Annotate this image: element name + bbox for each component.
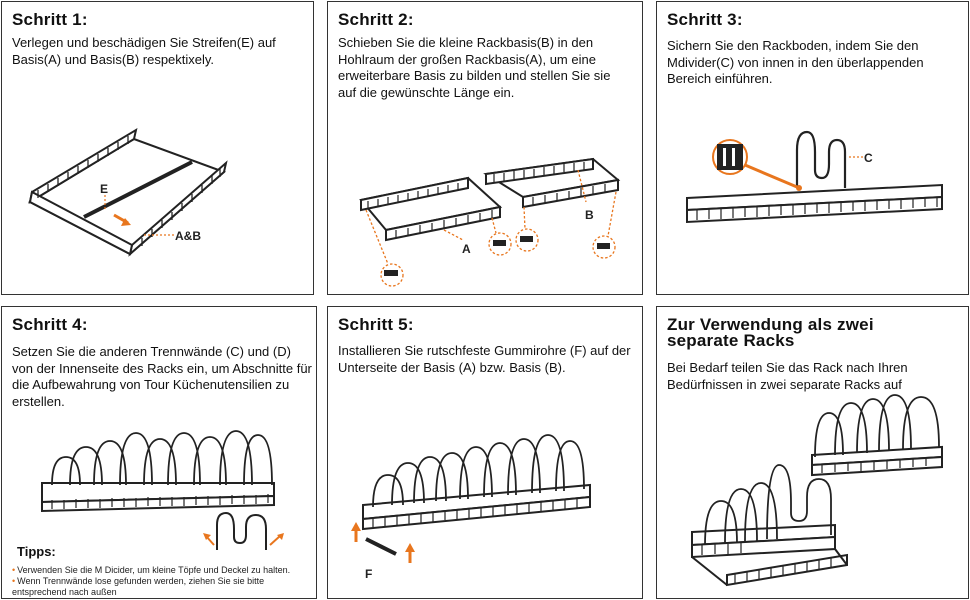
separate-racks-panel: Zur Verwendung als zwei separate Racks B… <box>656 306 969 599</box>
step-1-text: Verlegen und beschädigen Sie Streifen(E)… <box>12 35 276 67</box>
step-5-title: Schritt 5: <box>338 315 414 334</box>
label-b: B <box>585 208 594 222</box>
step-4-title: Schritt 4: <box>12 315 88 334</box>
step-1-illustration: E A&B <box>27 127 228 257</box>
label-e: E <box>100 182 108 196</box>
separate-racks-illustration <box>691 394 943 587</box>
step-4-panel: Schritt 4: Setzen Sie die anderen Trennw… <box>1 306 317 599</box>
step-2-panel: Schritt 2: Schieben Sie die kleine Rackb… <box>327 1 643 295</box>
step-4-illustration <box>41 430 284 550</box>
step-3-panel: Schritt 3: Sichern Sie den Rackboden, in… <box>656 1 969 295</box>
separate-racks-text: Bei Bedarf teilen Sie das Rack nach Ihre… <box>667 360 908 392</box>
step-5-panel: Schritt 5: Installieren Sie rutschfeste … <box>327 306 643 599</box>
label-c: C <box>864 151 873 165</box>
step-5-illustration: F <box>351 434 591 581</box>
step-1-title: Schritt 1: <box>12 10 88 29</box>
separate-racks-title: Zur Verwendung als zwei separate Racks <box>667 315 874 350</box>
step-1-panel: Schritt 1: Verlegen und beschädigen Sie … <box>1 1 314 295</box>
step-4-text: Setzen Sie die anderen Trennwände (C) un… <box>12 344 312 409</box>
step-5-text: Installieren Sie rutschfeste Gummirohre … <box>338 343 631 375</box>
step-3-illustration: C <box>686 130 943 224</box>
tips-title: Tipps: <box>17 544 56 559</box>
step-3-text: Sichern Sie den Rackboden, indem Sie den… <box>667 38 924 86</box>
step-2-illustration: A B <box>359 157 621 287</box>
step-2-text: Schieben Sie die kleine Rackbasis(B) in … <box>338 35 611 100</box>
step-3-title: Schritt 3: <box>667 10 743 29</box>
label-f: F <box>365 567 372 581</box>
label-a: A <box>462 242 471 256</box>
label-ab: A&B <box>175 229 201 243</box>
tip-item: •Verwenden Sie die M Dicider, um kleine … <box>12 565 291 575</box>
tips-list: •Verwenden Sie die M Dicider, um kleine … <box>12 565 312 598</box>
step-2-title: Schritt 2: <box>338 10 414 29</box>
tip-item: •Wenn Trennwände lose gefunden werden, z… <box>12 576 265 597</box>
